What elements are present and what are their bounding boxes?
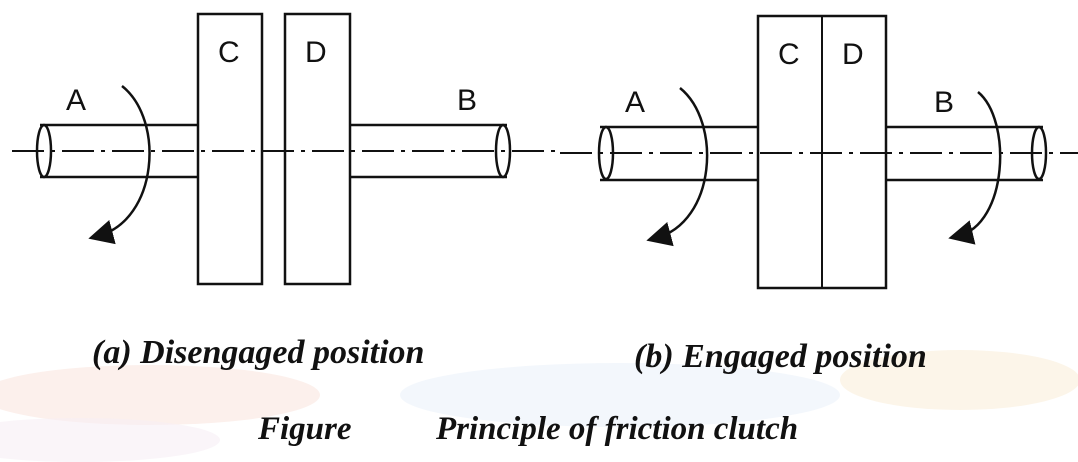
label-a-engaged: A [625,86,645,119]
caption-engaged: (b) Engaged position [634,338,927,375]
label-a-disengaged: A [66,84,86,117]
label-c-engaged: C [778,38,800,71]
figure-title: Principle of friction clutch [436,411,799,447]
rotation-arrow-a [88,85,151,245]
rotation-arrow-a [646,87,709,247]
label-d-engaged: D [842,38,864,71]
panel-disengaged [12,12,560,286]
panel-engaged [560,14,1078,290]
friction-plate-c [196,12,264,286]
friction-plate-d [283,12,352,286]
label-c-disengaged: C [218,36,240,69]
rotation-arrow-b [948,91,1002,245]
caption-disengaged: (a) Disengaged position [92,334,425,371]
label-d-disengaged: D [305,36,327,69]
output-shaft-b [350,123,512,179]
label-b-disengaged: B [457,84,477,117]
label-b-engaged: B [934,86,954,119]
figure-word: Figure [258,411,352,447]
